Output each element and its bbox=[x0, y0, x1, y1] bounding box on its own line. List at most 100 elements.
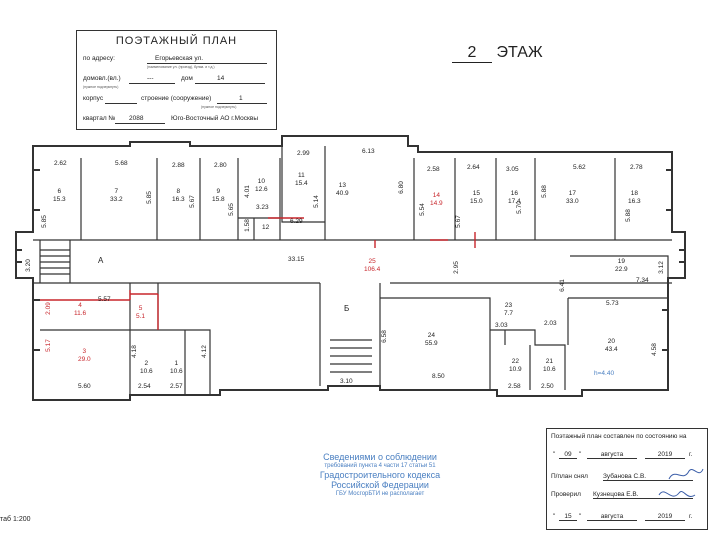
dimension: 1.58 bbox=[243, 219, 251, 232]
dimension: 5.67 bbox=[188, 195, 196, 208]
house-label: домовл.(вл.) bbox=[83, 75, 121, 82]
dimension: 5.68 bbox=[115, 160, 128, 167]
room-12: 12 bbox=[262, 224, 270, 231]
dimension: 5.62 bbox=[573, 164, 586, 171]
dimension: 2.58 bbox=[508, 383, 521, 390]
kvartal-label: квартал № bbox=[83, 115, 116, 122]
dimension: 4.18 bbox=[130, 345, 138, 358]
dimension: 6.41 bbox=[558, 279, 566, 292]
dimension: 5.73 bbox=[606, 300, 619, 307]
stroenie-label: строение (сооружение) bbox=[141, 95, 212, 102]
dimension: 4.12 bbox=[200, 345, 208, 358]
dimension: 6.58 bbox=[380, 330, 388, 343]
dimension: 5.65 bbox=[227, 203, 235, 216]
dimension: 3.10 bbox=[340, 378, 353, 385]
dimension: 2.09 bbox=[44, 302, 52, 315]
dimension: 5.57 bbox=[98, 296, 111, 303]
dimension: 2.54 bbox=[138, 383, 151, 390]
address-label: по адресу: bbox=[83, 55, 115, 62]
dimension: 33.15 bbox=[288, 256, 305, 263]
stair-b-label: Б bbox=[344, 304, 350, 313]
composed-state: Поэтажный план составлен по состоянию на bbox=[551, 433, 687, 440]
stair-a-label: А bbox=[98, 256, 104, 265]
notice-text: Сведениями о соблюдении требований пункт… bbox=[319, 452, 441, 497]
dimension: 2.50 bbox=[541, 383, 554, 390]
floor-number: 2 bbox=[452, 44, 492, 63]
kvartal-value: 2088 bbox=[129, 115, 144, 122]
dimension: 5.17 bbox=[44, 339, 52, 352]
dimension: 2.03 bbox=[544, 320, 557, 327]
dimension: 4.58 bbox=[650, 343, 658, 356]
dimension: 5.67 bbox=[454, 215, 462, 228]
dimension: 2.64 bbox=[467, 164, 480, 171]
dimension: 3.05 bbox=[506, 166, 519, 173]
dimension: 7.34 bbox=[636, 277, 649, 284]
scale-label: таб 1:200 bbox=[0, 516, 31, 523]
house-hint: (нужное подчеркнуть) bbox=[83, 85, 119, 89]
house-value: --- bbox=[147, 75, 154, 82]
made-by: Зубанова С.В. bbox=[603, 473, 693, 481]
dimension: 6.80 bbox=[397, 181, 405, 194]
checked-label: Проверил bbox=[551, 491, 581, 498]
title-block: ПОЭТАЖНЫЙ ПЛАН по адресу: Егорьевская ул… bbox=[76, 30, 277, 130]
dimension: 2.57 bbox=[170, 383, 183, 390]
dimension: 8.50 bbox=[432, 373, 445, 380]
dimension: 2.99 bbox=[297, 150, 310, 157]
dimension: 5.85 bbox=[145, 191, 153, 204]
dimension: 2.95 bbox=[452, 261, 460, 274]
dimension: 6.29 bbox=[290, 218, 303, 225]
signature-2 bbox=[658, 491, 696, 497]
dimension: 4.01 bbox=[243, 185, 251, 198]
checked-by: Кузнецова Е.В. bbox=[593, 491, 693, 499]
dimension: 3.12 bbox=[657, 261, 665, 274]
stroenie-value: 1 bbox=[239, 95, 243, 102]
dimension: 5.88 bbox=[540, 185, 548, 198]
dimension: 5.70 bbox=[515, 201, 523, 214]
signature-1 bbox=[668, 468, 704, 480]
floor-word: ЭТАЖ bbox=[496, 44, 543, 61]
dimension: 5.85 bbox=[40, 215, 48, 228]
dimension: 2.62 bbox=[54, 160, 67, 167]
korpus-label: корпус bbox=[83, 95, 104, 102]
made-by-label: П/план снял bbox=[551, 473, 588, 480]
dimension: 5.54 bbox=[418, 203, 426, 216]
dimension: 2.88 bbox=[172, 162, 185, 169]
dimension: 2.80 bbox=[214, 162, 227, 169]
dimension: 2.58 bbox=[427, 166, 440, 173]
stamp-block: Поэтажный план составлен по состоянию на… bbox=[546, 428, 708, 530]
dimension: 5.14 bbox=[312, 195, 320, 208]
dimension: 6.13 bbox=[362, 148, 375, 155]
dimension: 3.23 bbox=[256, 204, 269, 211]
height-label: h=4.40 bbox=[594, 370, 615, 377]
address-value: Егорьевская ул. bbox=[155, 55, 204, 62]
dom-label: дом bbox=[181, 75, 193, 82]
stroenie-hint: (нужное подчеркнуть) bbox=[201, 105, 237, 109]
dom-value: 14 bbox=[217, 75, 225, 82]
plan-title: ПОЭТАЖНЫЙ ПЛАН bbox=[115, 35, 238, 47]
